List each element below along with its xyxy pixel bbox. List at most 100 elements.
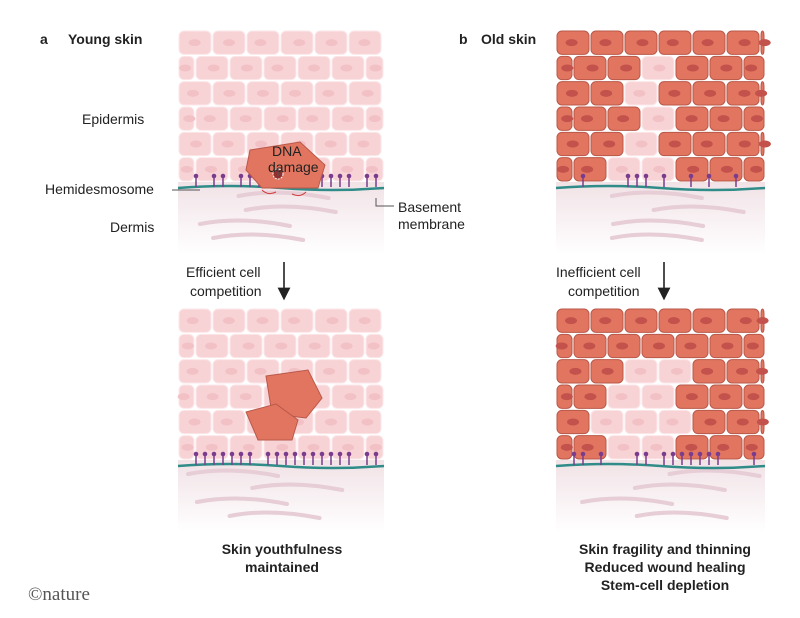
arrow-a-label-2: competition xyxy=(190,283,262,299)
cell-nucleus xyxy=(341,443,354,451)
panel-a-bottom xyxy=(177,308,385,532)
cell-nucleus xyxy=(700,140,713,148)
cell-nucleus xyxy=(255,140,268,148)
hemidesmosome-head xyxy=(364,173,370,179)
hemidesmosome-head xyxy=(688,451,694,457)
cell-nucleus xyxy=(736,367,749,375)
basement-membrane xyxy=(177,462,385,470)
basement-membrane xyxy=(555,184,766,192)
cell-nucleus xyxy=(685,393,698,401)
cell-nucleus xyxy=(704,89,717,97)
hemidesmosome-head xyxy=(229,451,235,457)
fibroblast xyxy=(236,190,331,200)
cell-nucleus xyxy=(584,393,597,401)
cell-nucleus xyxy=(652,342,665,350)
cell-nucleus xyxy=(745,443,758,451)
epidermis-label: Epidermis xyxy=(82,111,144,127)
cell-nucleus xyxy=(220,418,233,426)
extrusion-arrow-icon xyxy=(261,189,277,195)
cell-nucleus xyxy=(340,64,353,72)
cell-nucleus xyxy=(323,367,336,375)
cell-nucleus xyxy=(620,64,633,72)
fibroblast xyxy=(250,482,345,492)
hemidesmosome-head xyxy=(634,173,640,179)
hemidesmosome-head xyxy=(274,451,280,457)
dermis-label: Dermis xyxy=(110,219,154,235)
cell-nucleus xyxy=(756,367,769,375)
cell-nucleus xyxy=(561,115,574,123)
cell-nucleus xyxy=(750,115,763,123)
cell-nucleus xyxy=(583,342,596,350)
hemidesmosome-head xyxy=(571,451,577,457)
cell-nucleus xyxy=(635,140,648,148)
cell-nucleus xyxy=(685,115,698,123)
outcome-b-3: Stem-cell depletion xyxy=(601,577,729,593)
cell-nucleus xyxy=(190,140,203,148)
cell-nucleus xyxy=(739,317,752,325)
nature-logo: ©nature xyxy=(28,584,90,605)
expanding-cell xyxy=(245,403,299,441)
cell-nucleus xyxy=(652,115,665,123)
cell-nucleus xyxy=(617,443,630,451)
cell-nucleus xyxy=(177,393,190,401)
fibroblast xyxy=(186,468,281,478)
hemidesmosome-head xyxy=(283,451,289,457)
cell-nucleus xyxy=(368,393,381,401)
arrow-a-label-1: Efficient cell xyxy=(186,264,260,280)
outcome-b-2: Reduced wound healing xyxy=(584,559,745,575)
cell-nucleus xyxy=(599,418,612,426)
cell-nucleus xyxy=(369,443,382,451)
basement-leader xyxy=(375,198,394,207)
cell-nucleus xyxy=(599,39,612,47)
cell-nucleus xyxy=(668,89,681,97)
cell-nucleus xyxy=(256,89,269,97)
hemidesmosome-head xyxy=(598,451,604,457)
cell-nucleus xyxy=(566,140,579,148)
cell-nucleus xyxy=(717,443,730,451)
hemidesmosome-head xyxy=(211,451,217,457)
cell-nucleus xyxy=(560,443,573,451)
hemidesmosome-head xyxy=(292,451,298,457)
cell-nucleus xyxy=(205,342,218,350)
cell-nucleus xyxy=(358,317,371,325)
cell-nucleus xyxy=(307,443,320,451)
cell-nucleus xyxy=(649,393,662,401)
hemidesmosome-head xyxy=(310,451,316,457)
cell-nucleus xyxy=(721,342,734,350)
cell-nucleus xyxy=(599,317,612,325)
hemidesmosome-head xyxy=(238,173,244,179)
fibroblast xyxy=(651,204,746,214)
cell-nucleus xyxy=(222,317,235,325)
cell-nucleus xyxy=(717,115,730,123)
cell-nucleus xyxy=(289,89,302,97)
cell-nucleus xyxy=(341,165,354,173)
fibroblast xyxy=(197,218,292,228)
cell-nucleus xyxy=(288,317,301,325)
cell-nucleus xyxy=(704,418,717,426)
hemidesmosome-head xyxy=(211,173,217,179)
cell-nucleus xyxy=(738,140,751,148)
fibroblast xyxy=(632,482,727,492)
hemidesmosome-head xyxy=(319,451,325,457)
cell-nucleus xyxy=(188,418,201,426)
cell-nucleus xyxy=(718,393,731,401)
cell-nucleus xyxy=(180,165,193,173)
cell-nucleus xyxy=(636,39,649,47)
cell-nucleus xyxy=(565,39,578,47)
hemidesmosome-head xyxy=(193,451,199,457)
hemidesmosome-head xyxy=(706,173,712,179)
cell-nucleus xyxy=(581,165,594,173)
cell-nucleus xyxy=(361,89,374,97)
cell-nucleus xyxy=(293,39,306,47)
cell-nucleus xyxy=(271,64,284,72)
cell-nucleus xyxy=(340,342,353,350)
outcome-a-2: maintained xyxy=(245,559,319,575)
cell-nucleus xyxy=(581,115,594,123)
cell-nucleus xyxy=(668,140,681,148)
cell-nucleus xyxy=(254,39,267,47)
cell-nucleus xyxy=(634,367,647,375)
cell-nucleus xyxy=(581,443,594,451)
hemidesmosome-head xyxy=(337,451,343,457)
hemidesmosome-head xyxy=(706,451,712,457)
